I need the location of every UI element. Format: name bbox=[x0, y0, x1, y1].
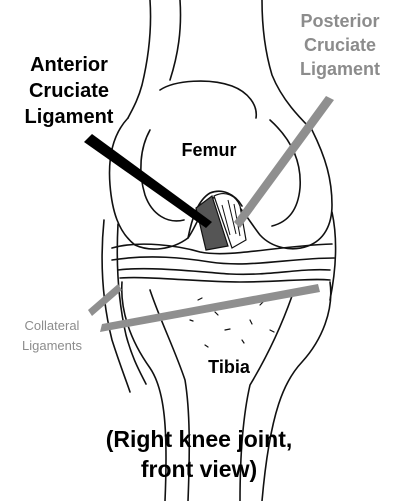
collateral-label: Collateral Ligaments bbox=[6, 316, 98, 356]
collateral-pointer-left bbox=[88, 284, 122, 316]
pcl-label-line-1: Posterior bbox=[282, 9, 398, 33]
femur-shaft-inner bbox=[170, 0, 181, 80]
acl-label-line-1: Anterior bbox=[4, 52, 134, 78]
meniscus-bottom bbox=[118, 269, 330, 275]
meniscus-mid bbox=[112, 257, 334, 264]
tibia-plateau bbox=[120, 278, 330, 282]
acl-label: Anterior Cruciate Ligament bbox=[4, 52, 134, 130]
caption: (Right knee joint, front view) bbox=[40, 424, 358, 484]
collateral-label-line-1: Collateral bbox=[6, 316, 98, 336]
acl-label-line-3: Ligament bbox=[4, 104, 134, 130]
caption-line-1: (Right knee joint, bbox=[40, 424, 358, 454]
pcl-label-line-3: Ligament bbox=[282, 57, 398, 81]
collateral-label-line-2: Ligaments bbox=[6, 336, 98, 356]
caption-line-2: front view) bbox=[40, 454, 358, 484]
acl-label-line-2: Cruciate bbox=[4, 78, 134, 104]
pcl-pointer bbox=[234, 96, 334, 228]
tibia-label: Tibia bbox=[196, 357, 262, 378]
pcl-label: Posterior Cruciate Ligament bbox=[282, 9, 398, 81]
pcl-label-line-2: Cruciate bbox=[282, 33, 398, 57]
femur-label: Femur bbox=[168, 140, 250, 161]
patella-contour bbox=[160, 81, 256, 118]
